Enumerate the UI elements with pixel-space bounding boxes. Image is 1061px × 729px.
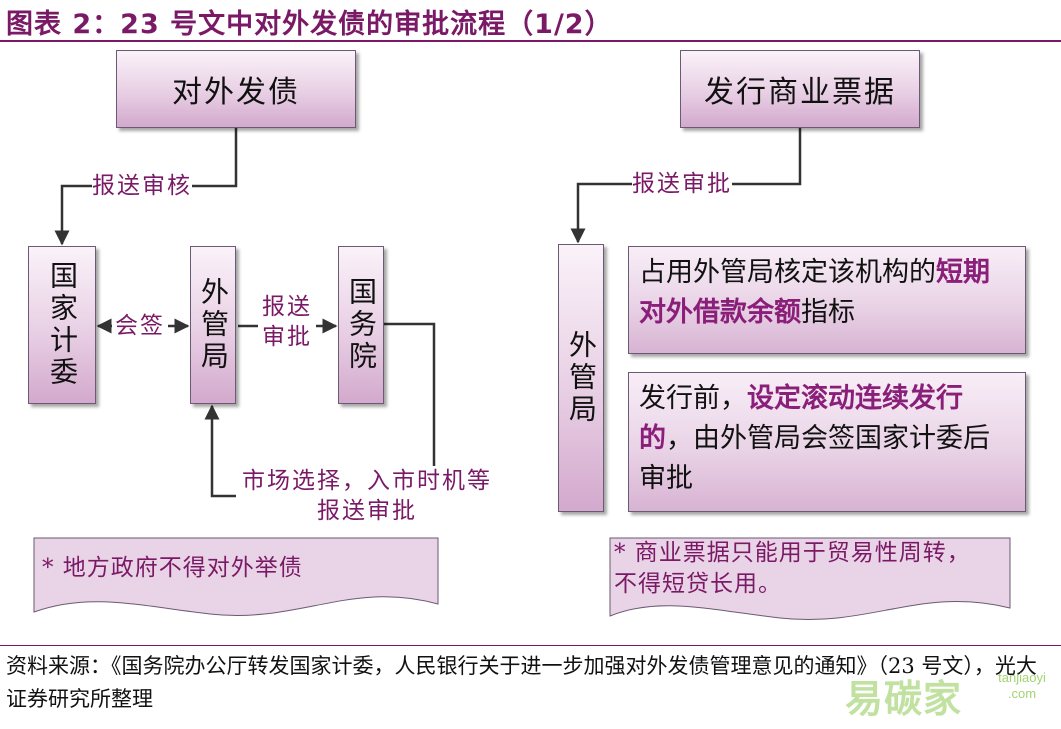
item-1-text-end: 指标 bbox=[801, 297, 855, 328]
box-safe-right: 外管局 bbox=[558, 244, 604, 512]
note-right-shape bbox=[609, 537, 1011, 621]
box-state-planning: 国家计委 bbox=[28, 246, 96, 404]
label-submit-approve-right: 报送审批 bbox=[632, 170, 732, 198]
item-1-text: 占用外管局核定该机构的 bbox=[639, 257, 936, 288]
box-item-short-term-quota: 占用外管局核定该机构的短期对外借款余额指标 bbox=[628, 246, 1026, 354]
box-external-bond: 对外发债 bbox=[116, 50, 356, 128]
source-divider bbox=[0, 645, 1061, 646]
box-state-council: 国务院 bbox=[338, 246, 384, 404]
label-submit-approve-left: 报送审批 bbox=[258, 292, 316, 352]
item-2-text-end: ，由外管局会签国家计委后审批 bbox=[639, 423, 990, 494]
item-2-text: 发行前， bbox=[639, 383, 747, 414]
note-right-text: * 商业票据只能用于贸易性周转，不得短贷长用。 bbox=[614, 540, 971, 597]
label-feedback: 市场选择，入市时机等报送审批 bbox=[236, 466, 498, 526]
note-left-shape bbox=[33, 537, 439, 616]
note-left-text: * 地方政府不得对外举债 bbox=[42, 555, 303, 581]
item-2-emphasis: 设定滚动连续发行的 bbox=[639, 383, 963, 454]
box-commercial-paper: 发行商业票据 bbox=[680, 50, 920, 128]
box-item-rolling-issue: 发行前，设定滚动连续发行的，由外管局会签国家计委后审批 bbox=[628, 372, 1026, 512]
figure-title: 图表 2：23 号文中对外发债的审批流程（1/2） bbox=[6, 9, 613, 40]
label-submit-review: 报送审核 bbox=[92, 172, 192, 200]
label-cosign: 会签 bbox=[112, 312, 168, 340]
source-note: 资料来源：《国务院办公厅转发国家计委，人民银行关于进一步加强对外发债管理意见的通… bbox=[6, 654, 1037, 711]
watermark-domain: tanjiaoyi .com bbox=[998, 670, 1046, 701]
box-safe-left: 外管局 bbox=[190, 246, 236, 404]
title-divider bbox=[0, 40, 1061, 42]
item-1-emphasis: 短期对外借款余额 bbox=[639, 257, 990, 328]
watermark-logo: 易碳家 bbox=[845, 679, 963, 721]
